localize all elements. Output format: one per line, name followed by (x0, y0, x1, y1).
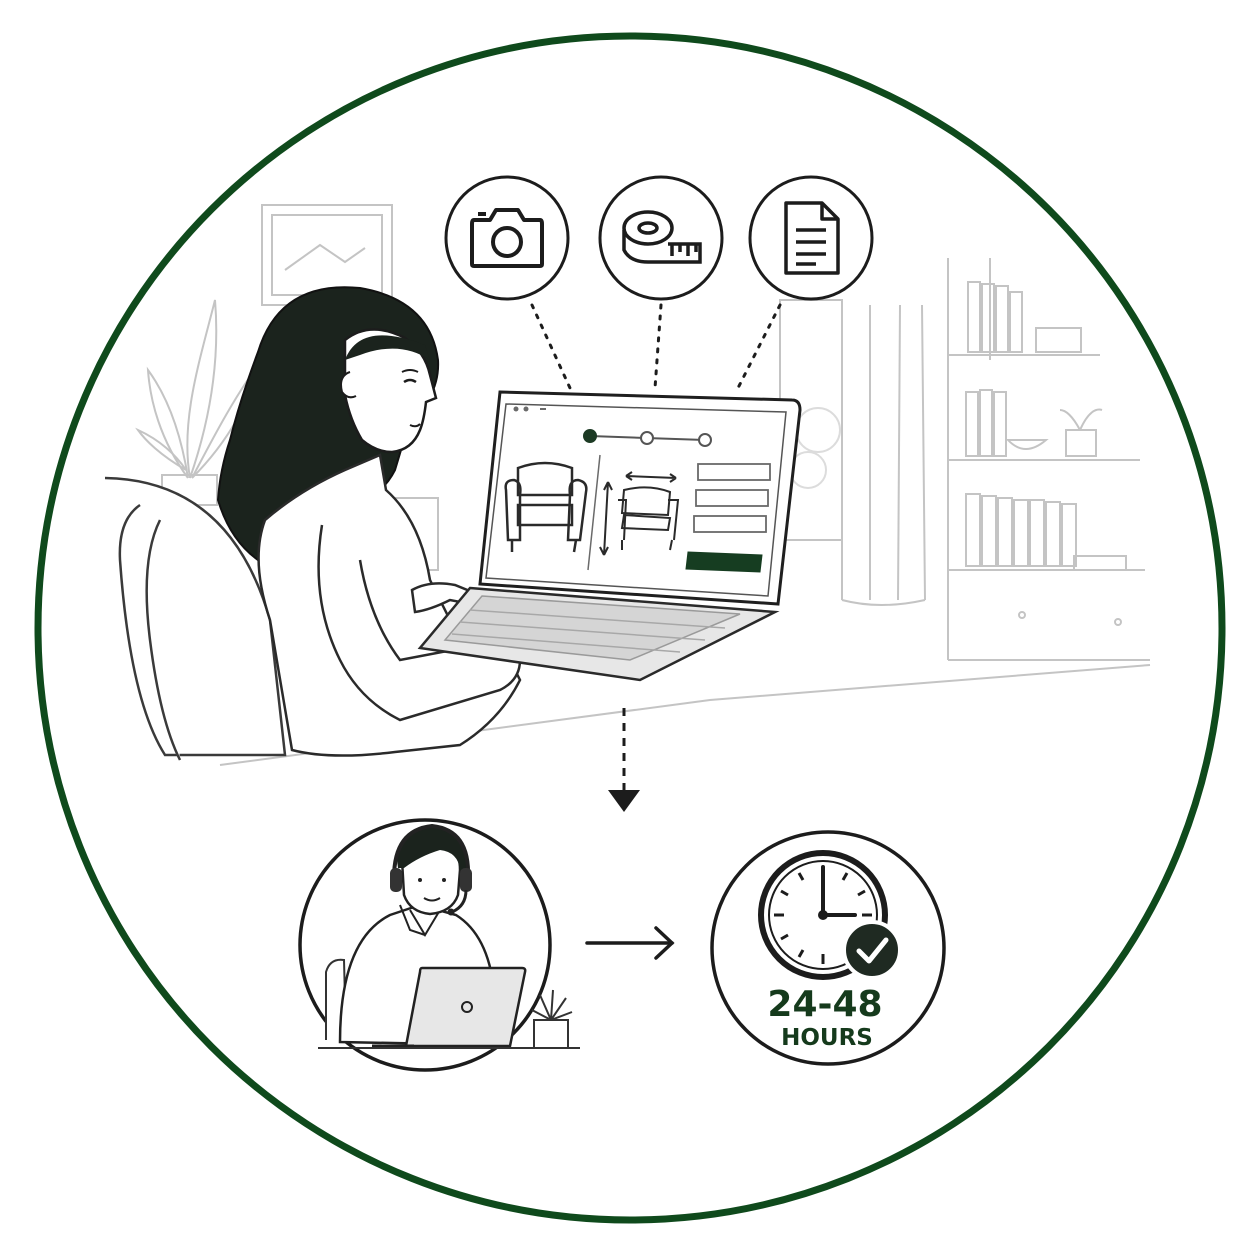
screen-chair-icon (504, 461, 588, 553)
document-step (748, 175, 874, 301)
screen-form-fields (693, 463, 771, 533)
bookshelf (947, 258, 1150, 661)
expert-badge (298, 818, 580, 1072)
laptop (417, 390, 802, 682)
down-arrow (608, 708, 640, 812)
browser-dots (513, 406, 546, 412)
step-dot-1 (583, 429, 597, 443)
tape-measure-icon (622, 210, 702, 264)
screen-submit-button (685, 551, 763, 573)
camera-step (444, 175, 570, 301)
support-agent-icon (318, 823, 580, 1049)
right-arrow (585, 926, 675, 960)
turnaround-unit: HOURS (781, 1025, 873, 1051)
outer-frame-circle (34, 32, 1226, 1224)
turnaround-value: 24-48 (767, 984, 882, 1025)
face (343, 328, 438, 454)
tape-measure-step (598, 175, 724, 301)
turnaround-badge: 24-48 HOURS (710, 830, 946, 1066)
camera-icon (470, 208, 544, 268)
window (779, 299, 926, 606)
laptop-display (485, 403, 787, 597)
step-dot-3 (698, 433, 712, 447)
screen-dimension-icon (599, 471, 680, 556)
step-dot-2 (640, 431, 654, 445)
form-stepper (583, 429, 712, 447)
document-icon (784, 201, 840, 275)
step-icons (444, 175, 874, 390)
arm (317, 524, 522, 722)
armchair (104, 476, 287, 761)
dotted-connectors (530, 303, 782, 390)
check-icon (842, 920, 902, 980)
